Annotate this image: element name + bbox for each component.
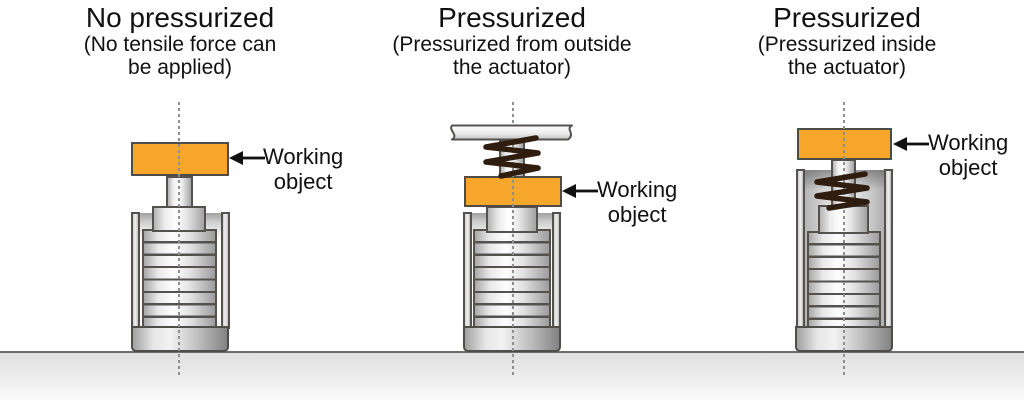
- centerline: [843, 102, 845, 376]
- panel-title-block: Pressurized (Pressurized inside the actu…: [677, 2, 1017, 79]
- cup-wall-right: [221, 212, 230, 329]
- working-object-label-line2: object: [607, 202, 667, 227]
- working-object-label-line1: Working: [597, 177, 678, 202]
- cup-wall-left: [796, 169, 805, 329]
- left-arrow-icon: [893, 137, 929, 151]
- cup-wall-right: [884, 169, 893, 329]
- cup-wall-left: [131, 212, 140, 329]
- panel-title: No pressurized: [85, 2, 275, 33]
- panel-subtitle-line1: (Pressurized inside: [757, 33, 937, 56]
- centerline: [511, 102, 514, 376]
- working-object-label: Working object: [263, 144, 343, 194]
- cup-wall-right: [552, 212, 561, 329]
- working-object-label-line2: object: [273, 169, 333, 194]
- panel-subtitle-line2: be applied): [128, 56, 232, 79]
- working-object-label-line1: Working: [263, 144, 344, 169]
- working-object-label-line1: Working: [928, 130, 1009, 155]
- actuator-base: [131, 326, 229, 352]
- working-object-label-line2: object: [938, 155, 998, 180]
- left-arrow-icon: [229, 151, 265, 165]
- working-object-label: Working object: [928, 130, 1008, 180]
- panel-subtitle-line1: (No tensile force can: [83, 33, 277, 56]
- panel-title-block: No pressurized (No tensile force can be …: [10, 2, 350, 79]
- panel-title: Pressurized: [438, 2, 586, 33]
- panel-subtitle-line1: (Pressurized from outside: [392, 33, 632, 56]
- panel-subtitle-line2: the actuator): [788, 56, 906, 79]
- working-object-label: Working object: [597, 177, 677, 227]
- panel-title-block: Pressurized (Pressurized from outside th…: [342, 2, 682, 79]
- cup-wall-left: [463, 212, 472, 329]
- spring-icon: [814, 171, 870, 211]
- reaction-plate: [450, 124, 573, 141]
- working-object-block: [131, 142, 229, 176]
- centerline: [177, 102, 180, 376]
- panel-title: Pressurized: [773, 2, 921, 33]
- bellows-stack: [142, 229, 217, 328]
- spring-icon: [483, 135, 541, 179]
- panel-subtitle-line2: the actuator): [453, 56, 571, 79]
- left-arrow-icon: [562, 184, 598, 198]
